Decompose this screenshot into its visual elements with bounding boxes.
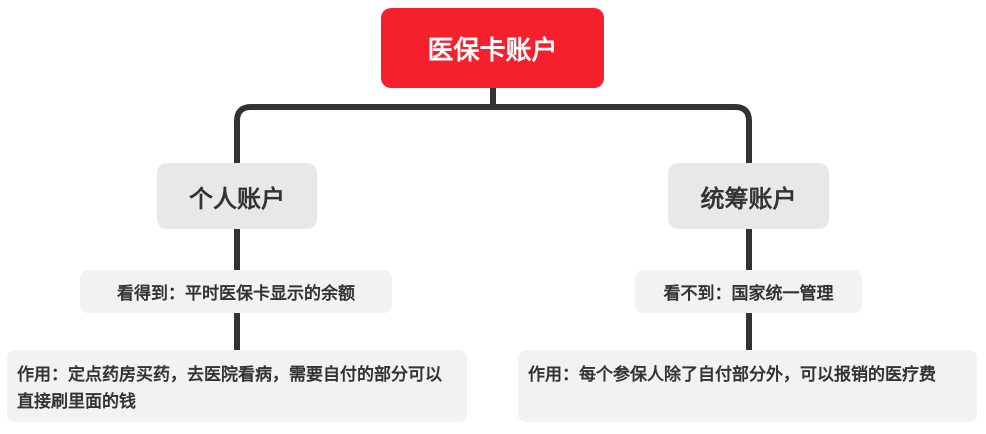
personal-visibility-note: 看得到：平时医保卡显示的余额 [80,270,392,313]
note-text: 看得到：平时医保卡显示的余额 [117,284,355,304]
note-text: 作用：定点药房买药，去医院看病，需要自付的部分可以直接刷里面的钱 [17,365,442,412]
branch-label: 统筹账户 [700,184,797,213]
root-node: 医保卡账户 [381,8,604,88]
pooled-visibility-note: 看不到：国家统一管理 [635,270,862,313]
branch-personal-account: 个人账户 [157,163,317,229]
pooled-usage-note: 作用：每个参保人除了自付部分外，可以报销的医疗费 [518,350,977,422]
note-text: 作用：每个参保人除了自付部分外，可以报销的医疗费 [528,365,936,385]
personal-usage-note: 作用：定点药房买药，去医院看病，需要自付的部分可以直接刷里面的钱 [7,350,467,422]
root-label: 医保卡账户 [427,35,558,66]
note-text: 看不到：国家统一管理 [663,284,834,304]
branch-label: 个人账户 [189,184,285,213]
root-connector [234,88,752,163]
branch-pooled-account: 统筹账户 [668,163,829,229]
